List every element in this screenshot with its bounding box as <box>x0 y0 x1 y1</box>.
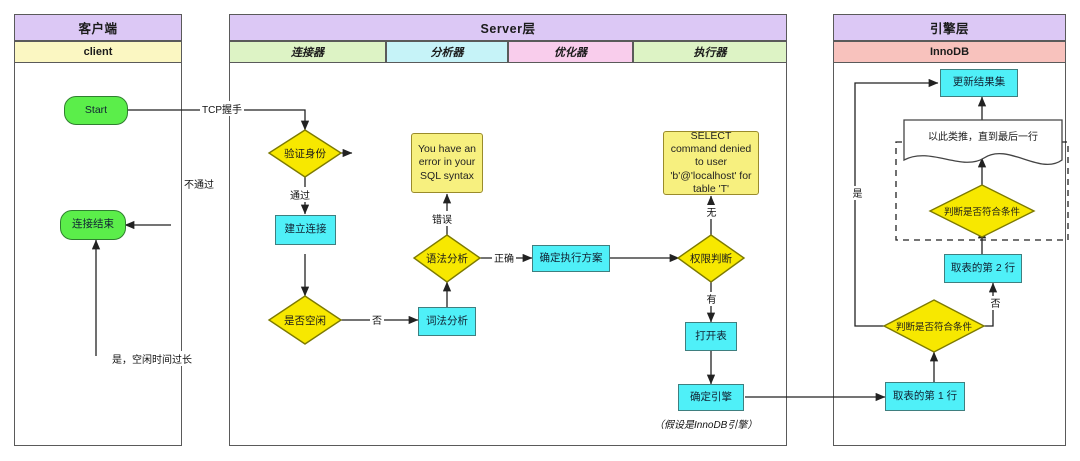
decision-syntax-label-wrap: 语法分析 <box>414 235 480 282</box>
edge-label-yes-idle-text: 是，空闲时间过长 <box>112 355 192 366</box>
shape-until-last-row-label: 以此类推，直到最后一行 <box>904 124 1062 152</box>
lane-client-sub-text: client <box>83 46 113 58</box>
edge-label-no-match: 否 <box>986 296 1001 310</box>
edge-label-correct: 正确 <box>492 250 516 265</box>
edge-label-yes-match: 是 <box>848 186 863 200</box>
caption-engine-assumption-text: （假设是InnoDB引擎） <box>654 420 758 431</box>
node-fetch-row-2-label: 取表的第 2 行 <box>950 261 1016 274</box>
edge-label-no-privilege: 无 <box>702 205 717 219</box>
lane-engine-title-text: 引擎层 <box>929 22 969 36</box>
decision-match-lower <box>882 299 986 353</box>
edge-label-pass: 通过 <box>288 187 312 202</box>
lane-sub-executor-text: 执行器 <box>693 47 727 59</box>
node-update-result-set-label: 更新结果集 <box>952 76 1006 89</box>
edge-label-no-match-text: 否 <box>988 298 999 308</box>
edge-label-error-text: 错误 <box>432 215 452 226</box>
node-build-connection[interactable]: 建立连接 <box>275 215 336 245</box>
shape-until-last-row <box>903 119 1063 166</box>
node-connection-end-label: 连接结束 <box>72 218 114 231</box>
until-last-row-text: 以此类推，直到最后一行 <box>928 131 1038 143</box>
edge-label-yes-match-text: 是 <box>850 188 861 198</box>
decision-syntax-label: 语法分析 <box>426 253 468 265</box>
decision-verify-identity-label-wrap: 验证身份 <box>269 130 341 177</box>
node-start-label: Start <box>84 103 108 116</box>
decision-match-upper-label: 判断是否符合条件 <box>943 207 1020 218</box>
lane-server-sub-executor: 执行器 <box>633 41 787 63</box>
lane-engine-title: 引擎层 <box>833 14 1066 41</box>
edge-label-not-pass-text: 不通过 <box>184 180 214 191</box>
node-choose-engine[interactable]: 确定引擎 <box>678 384 744 411</box>
node-lexical-analysis[interactable]: 词法分析 <box>418 307 476 336</box>
node-execution-plan-label: 确定执行方案 <box>539 251 603 264</box>
edge-label-tcp: TCP握手 <box>200 101 244 116</box>
decision-verify-identity <box>267 129 343 178</box>
decision-privilege-label: 权限判断 <box>690 253 732 265</box>
edge-label-correct-text: 正确 <box>494 254 514 265</box>
edge-label-yes-idle: 是，空闲时间过长 <box>110 351 194 366</box>
decision-match-upper-label-wrap: 判断是否符合条件 <box>930 185 1034 237</box>
edge-label-error: 错误 <box>430 211 454 226</box>
lane-client-title-text: 客户端 <box>78 22 118 36</box>
caption-engine-assumption: （假设是InnoDB引擎） <box>654 416 757 431</box>
decision-privilege <box>676 234 746 283</box>
lane-server-title-text: Server层 <box>480 22 536 36</box>
node-connection-end[interactable]: 连接结束 <box>60 210 126 240</box>
decision-match-upper <box>928 184 1036 238</box>
loop-dashed-boundary <box>895 141 1069 241</box>
node-fetch-row-1-label: 取表的第 1 行 <box>892 389 958 402</box>
lane-server-title: Server层 <box>229 14 787 41</box>
node-fetch-row-1[interactable]: 取表的第 1 行 <box>885 382 965 411</box>
decision-match-lower-label-wrap: 判断是否符合条件 <box>884 300 984 352</box>
node-choose-engine-label: 确定引擎 <box>690 390 732 403</box>
decision-match-lower-label: 判断是否符合条件 <box>895 322 972 333</box>
lane-server-sub-optimizer: 优化器 <box>508 41 633 63</box>
lane-sub-optimizer-text: 优化器 <box>554 47 587 59</box>
node-sql-syntax-error-label: You have an error in your SQL syntax <box>418 143 477 182</box>
node-execution-plan[interactable]: 确定执行方案 <box>532 245 610 272</box>
lane-sub-connector-text: 连接器 <box>291 47 324 59</box>
lane-client-sub-client: client <box>14 41 182 63</box>
node-update-result-set[interactable]: 更新结果集 <box>940 69 1018 97</box>
lane-sub-analyzer-text: 分析器 <box>430 47 464 59</box>
lane-client-title: 客户端 <box>14 14 182 41</box>
edge-label-no-privilege-text: 无 <box>704 207 715 217</box>
edge-label-tcp-text: TCP握手 <box>202 105 242 116</box>
lane-engine-sub-text: InnoDB <box>929 46 970 58</box>
edge-label-has-privilege-text: 有 <box>704 294 715 304</box>
decision-privilege-label-wrap: 权限判断 <box>678 235 744 282</box>
node-start[interactable]: Start <box>64 96 128 125</box>
lane-engine-sub-innodb: InnoDB <box>833 41 1066 63</box>
node-build-connection-label: 建立连接 <box>284 223 327 236</box>
edge-label-no-idle: 否 <box>370 312 384 327</box>
edge-label-has-privilege: 有 <box>702 292 717 306</box>
node-fetch-row-2[interactable]: 取表的第 2 行 <box>944 254 1022 283</box>
decision-is-idle-label-wrap: 是否空闲 <box>269 296 341 344</box>
edge-label-not-pass: 不通过 <box>182 176 216 191</box>
decision-syntax <box>412 234 482 283</box>
node-lexical-analysis-label: 词法分析 <box>426 314 468 327</box>
node-open-table[interactable]: 打开表 <box>685 322 737 351</box>
node-sql-syntax-error[interactable]: You have an error in your SQL syntax <box>411 133 483 193</box>
lane-server-sub-analyzer: 分析器 <box>386 41 508 63</box>
decision-verify-identity-label: 验证身份 <box>284 148 326 160</box>
decision-is-idle-label: 是否空闲 <box>284 314 326 327</box>
node-permission-denied-label: SELECT command denied to user 'b'@'local… <box>670 130 752 195</box>
decision-is-idle <box>267 295 343 345</box>
lane-server-sub-connector: 连接器 <box>229 41 386 63</box>
node-open-table-label: 打开表 <box>695 329 727 342</box>
edge-label-pass-text: 通过 <box>290 191 310 202</box>
edge-label-no-idle-text: 否 <box>372 316 382 327</box>
node-permission-denied[interactable]: SELECT command denied to user 'b'@'local… <box>663 130 759 195</box>
